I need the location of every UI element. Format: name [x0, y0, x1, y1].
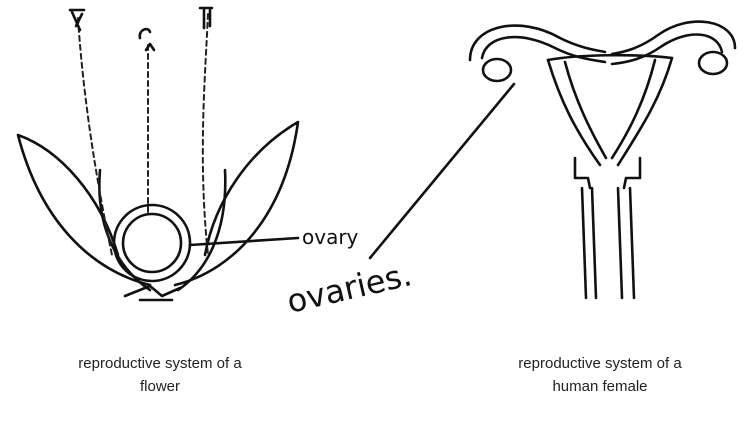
flower-receptacle: [125, 286, 180, 300]
caption-female: reproductive system of a human female: [455, 352, 745, 398]
cervix: [575, 158, 640, 188]
right-fallopian-tube: [612, 22, 735, 54]
caption-female-line2: human female: [455, 375, 745, 398]
left-ovary: [483, 59, 511, 81]
flower-left-anther: [70, 10, 84, 30]
vagina: [582, 188, 634, 298]
flower-right-stamen: [203, 14, 208, 255]
uterus-outer: [548, 58, 672, 165]
flower-stigma: [140, 29, 154, 50]
flower-diagram: [18, 8, 298, 300]
flower-right-sepal: [178, 170, 225, 290]
flower-ovary-outer: [114, 205, 190, 281]
flower-right-petal: [175, 122, 298, 285]
label-ovaries: ovaries.: [283, 255, 415, 321]
right-ovary: [699, 52, 727, 74]
uterus-top: [548, 55, 672, 60]
caption-female-line1: reproductive system of a: [455, 352, 745, 375]
female-diagram: [470, 22, 735, 298]
label-ovary: ovary: [302, 225, 359, 249]
caption-flower: reproductive system of a flower: [15, 352, 305, 398]
caption-flower-line2: flower: [15, 375, 305, 398]
caption-flower-line1: reproductive system of a: [15, 352, 305, 375]
ovary-pointer-line-female: [370, 84, 514, 258]
uterus-inner: [565, 60, 655, 158]
flower-left-stamen: [78, 18, 112, 255]
flower-right-anther: [200, 8, 212, 28]
flower-ovary-inner: [123, 214, 181, 272]
